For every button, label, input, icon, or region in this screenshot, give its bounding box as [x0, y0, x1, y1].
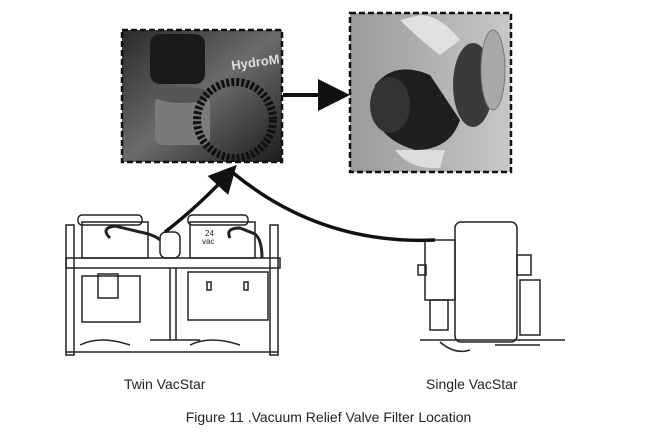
twin-vacstar-label: Twin VacStar: [124, 376, 206, 392]
arrow-from-twin: [163, 164, 237, 234]
twin-vacstar-drawing: 24 vac: [65, 214, 281, 356]
photo-filter-removed: [348, 11, 513, 174]
single-vacstar-label: Single VacStar: [426, 376, 518, 392]
voltage-label-bottom: vac: [202, 237, 214, 246]
arrow-from-single: [230, 170, 436, 243]
figure-caption: Figure 11 .Vacuum Relief Valve Filter Lo…: [185, 409, 472, 425]
voltage-label-top: 24: [205, 229, 214, 238]
photo-filter-location: HydroM: [120, 28, 284, 164]
photo-brand-text: HydroM: [230, 51, 280, 73]
single-vacstar-drawing: [417, 221, 565, 353]
